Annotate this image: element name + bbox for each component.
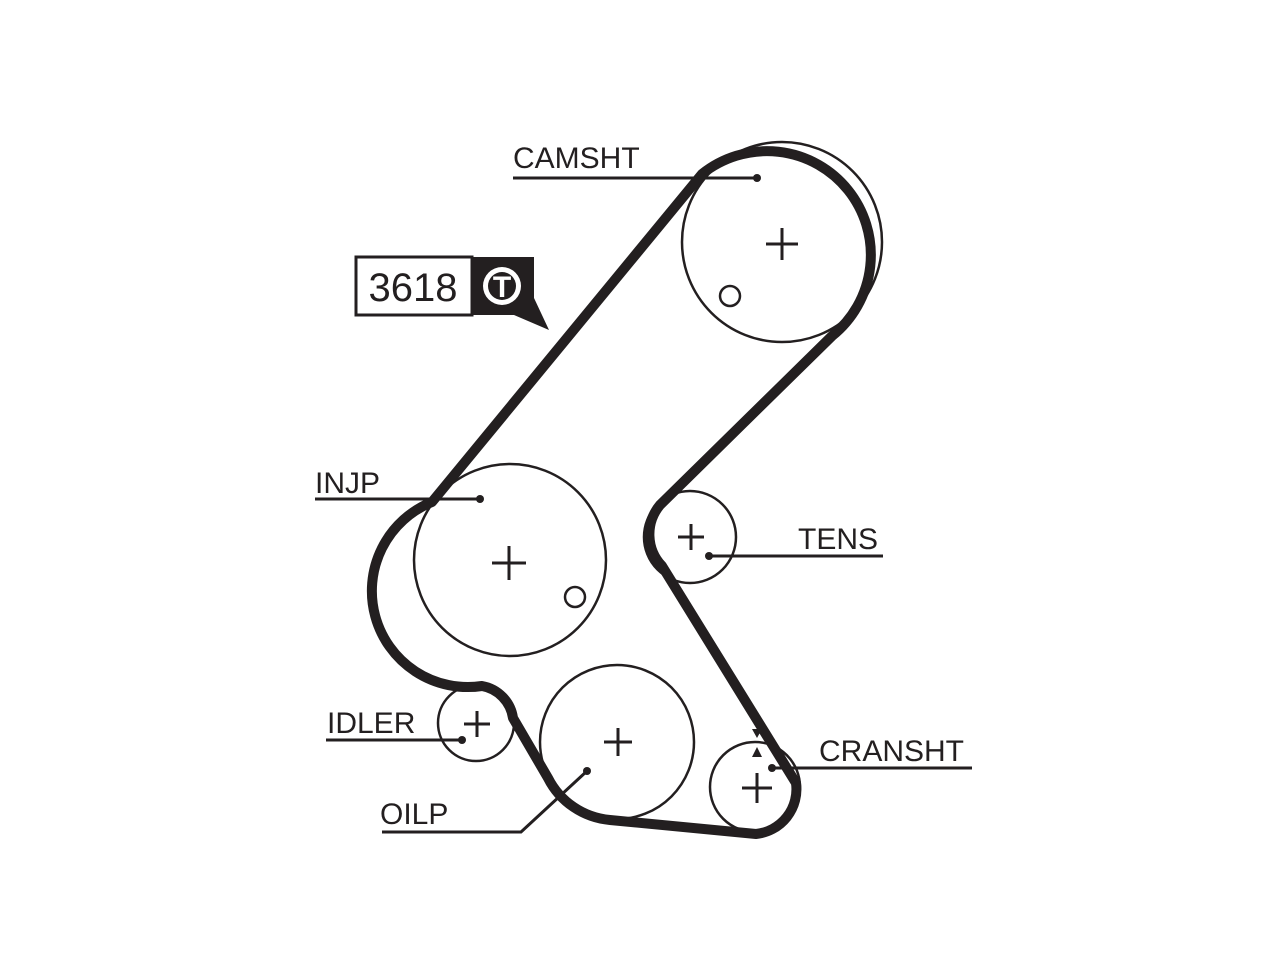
- idler-label: IDLER: [327, 707, 415, 740]
- idler-leader-dot: [458, 736, 466, 744]
- injection-pump-label: INJP: [315, 467, 380, 500]
- timing-belt: [366, 146, 876, 839]
- crankshaft-leader-dot: [768, 764, 776, 772]
- crankshaft-label: CRANSHT: [819, 735, 964, 768]
- oil-pump-label: OILP: [380, 798, 448, 831]
- crankshaft-timing-arrows: [752, 729, 762, 757]
- part-number: 3618: [369, 266, 458, 310]
- tensioner-leader-dot: [705, 552, 713, 560]
- injection-pump-leader-dot: [476, 495, 484, 503]
- camshaft-timing-mark: [718, 284, 742, 308]
- tensioner-label: TENS: [798, 523, 878, 556]
- oil-pump-center-cross: [604, 728, 632, 756]
- oil-pump-leader: [382, 769, 589, 834]
- camshaft-center-cross: [766, 228, 798, 260]
- belt-icon: [488, 272, 516, 300]
- camshaft-leader-dot: [753, 174, 761, 182]
- injection-pump-pulley: [412, 462, 608, 658]
- idler-center-cross: [464, 711, 490, 737]
- camshaft-label: CAMSHT: [513, 142, 640, 175]
- injection-pump-timing-mark: [563, 585, 587, 609]
- tensioner-pulley: [642, 489, 738, 585]
- badge-letter: T: [493, 271, 511, 304]
- tensioner-center-cross: [678, 524, 704, 550]
- injection-pump-center-cross: [492, 546, 526, 580]
- camshaft-pulley: [680, 140, 884, 344]
- crankshaft-center-cross: [742, 773, 772, 803]
- part-number-badge: 3618 T: [354, 255, 549, 330]
- part-number-box: [354, 255, 474, 317]
- oil-pump-leader-dot: [583, 767, 591, 775]
